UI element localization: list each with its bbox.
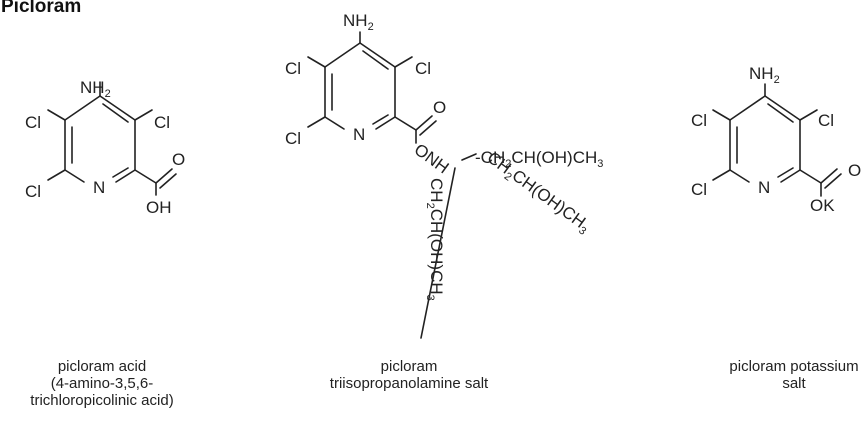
structure-picloram-acid: NH2 Cl Cl Cl N O OH [25,78,185,217]
ring-bond [324,42,361,68]
chlorine-label: Cl [285,129,301,148]
ring-bond [99,95,136,121]
chlorine-label: Cl [415,59,431,78]
bond-carbonyl [159,173,177,189]
ring-bond [324,116,345,130]
ring-bond [64,169,85,183]
bond-carboxyl [134,169,157,184]
bond-carbonyl [415,115,433,131]
ring-bond [375,116,396,130]
ammonium-label: ONH [411,140,453,178]
double-bond [102,103,129,123]
ring-bond [780,169,801,183]
nitrogen-label: N [353,125,365,144]
bond-carboxyl [799,169,822,184]
bond-carboxyl [394,116,417,131]
oxygen-label: O [848,161,861,180]
ring-bond [729,95,766,121]
bond-cl [307,116,326,128]
bond-carbonyl [155,168,173,184]
page-title: Picloram [1,0,82,17]
oxygen-label: O [172,150,185,169]
double-bond [362,50,389,70]
double-bond [112,167,129,178]
double-bond [777,167,794,178]
bond-carbonyl [419,120,437,136]
caption-potassium-line1: picloram potassium [729,358,858,375]
chlorine-label: Cl [25,113,41,132]
bond-cl [712,109,731,121]
caption-tipa-line2: triisopropanolamine salt [330,375,489,392]
chlorine-label: Cl [691,111,707,130]
bond-cl [134,109,153,121]
bond-cl [799,109,818,121]
amino-label: NH2 [343,11,374,33]
chain-horizontal: -CH2CH(OH)CH3 [475,148,603,170]
bond-cl [712,169,731,181]
caption-acid-line2: (4-amino-3,5,6- [51,375,154,392]
bond-cl [47,169,66,181]
structure-picloram-potassium: NH2 Cl Cl Cl N O OK [691,64,861,215]
chlorine-label: Cl [285,59,301,78]
bond-n-chain [420,167,456,339]
bond-carbonyl [820,168,838,184]
caption-potassium-line2: salt [782,375,806,392]
oxygen-label: O [433,98,446,117]
caption-tipa-line1: picloram [381,358,438,375]
chlorine-label: Cl [154,113,170,132]
chlorine-label: Cl [25,182,41,201]
hydroxyl-label: OH [146,198,172,217]
chlorine-label: Cl [691,180,707,199]
double-bond [372,114,389,125]
chain-vertical: CH2CH(OH)CH3 [424,178,446,301]
ring-bond [764,95,801,121]
ring-bond [64,95,101,121]
caption-acid-line1: picloram acid [58,358,146,375]
ring-bond [729,169,750,183]
structure-picloram-tipa: NH2 Cl Cl Cl N O ONH -CH2CH(OH)CH3 CH2CH… [285,11,603,339]
bond-n-chain [461,153,477,161]
ring-bond [359,42,396,68]
bond-cl [394,56,413,68]
amino-label: NH2 [80,78,111,100]
amino-label: NH2 [749,64,780,86]
potassium-label: OK [810,196,835,215]
nitrogen-label: N [758,178,770,197]
chlorine-label: Cl [818,111,834,130]
ring-bond [115,169,136,183]
caption-acid-line3: trichloropicolinic acid) [30,392,173,409]
double-bond [767,103,794,123]
bond-carbonyl [824,173,842,189]
bond-cl [47,109,66,121]
nitrogen-label: N [93,178,105,197]
bond-cl [307,56,326,68]
